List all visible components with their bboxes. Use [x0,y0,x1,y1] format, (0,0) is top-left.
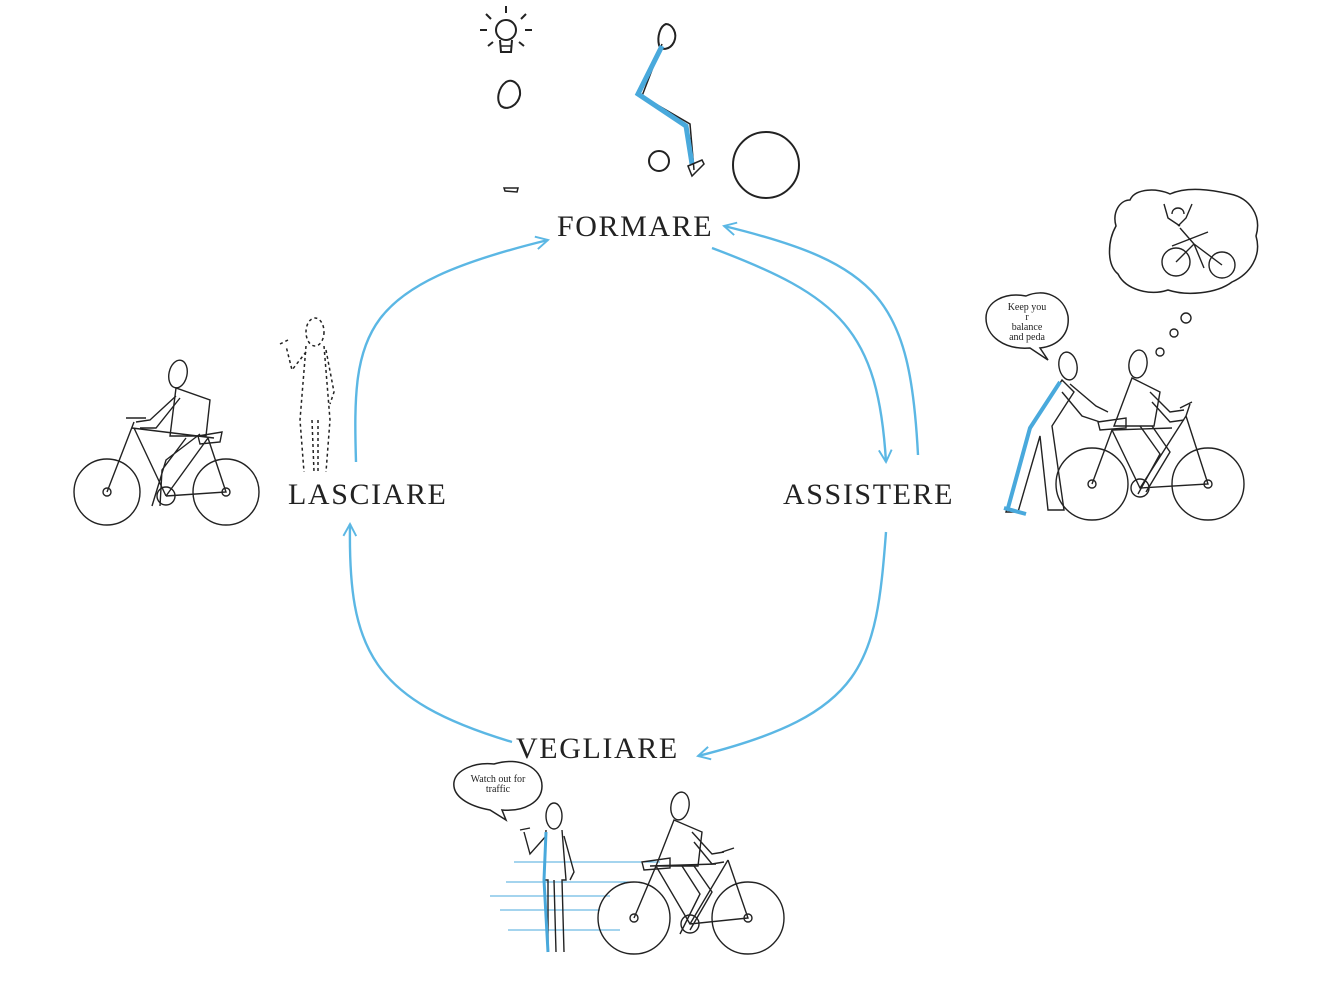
thought-cyclist [1161,203,1236,279]
speech-text-vegliare: Watch out for traffic [454,775,542,795]
cycle-arrows [342,221,920,761]
stage-label-formare: FORMARE [557,210,714,243]
assistere-bicycle [1055,401,1245,521]
thought-dot [1155,347,1165,357]
lasciare-bicycle [73,417,260,526]
vegliare-bicycle [597,847,785,955]
vegliare-rider [654,791,725,935]
large-circle [732,131,800,199]
speech-bubble-assistere [985,292,1069,361]
arrow-vegliare-to-lasciare [342,521,513,744]
lasciare-illustration [73,317,335,526]
arrow-lasciare-to-formare [354,235,550,463]
formare-arm-outline [641,43,695,171]
lightbulb-icon [480,6,532,53]
arrow-formare-to-assistere [711,246,893,465]
arrow-assistere-to-vegliare [696,531,888,761]
speech-line: traffic [485,784,511,795]
arrow-assistere-to-formare [722,221,920,456]
speech-line: balance [1011,322,1043,333]
stage-label-vegliare: VEGLIARE [516,732,679,765]
stage-label-lasciare: LASCIARE [288,478,448,511]
speech-line: Watch out for [470,774,526,785]
speech-line: Keep you [1007,302,1047,313]
formare-head-outline [657,22,677,50]
vegliare-watcher [519,802,575,953]
thought-cloud [1108,188,1259,295]
speech-line: r [1025,312,1029,323]
speed-lines [490,861,660,931]
dotted-figure [279,317,335,473]
assistere-child-rider [1112,349,1185,495]
assistere-adult-helper [1003,351,1109,516]
thought-dot [1169,328,1179,338]
vegliare-illustration [453,760,785,955]
formare-illustration [480,6,800,199]
head-shape [497,79,522,109]
small-fragment [502,187,519,193]
stage-label-assistere: ASSISTERE [783,478,955,511]
speech-line: and peda [1009,332,1045,343]
thought-dot [1180,312,1192,324]
formare-hand [687,159,705,178]
lasciare-rider [135,359,211,507]
speech-text-assistere: Keep you r balance and peda [996,303,1058,343]
speech-bubble-vegliare [453,760,543,822]
assistere-illustration [985,188,1259,521]
formare-arm-highlight [634,44,695,165]
small-circle [648,150,670,172]
